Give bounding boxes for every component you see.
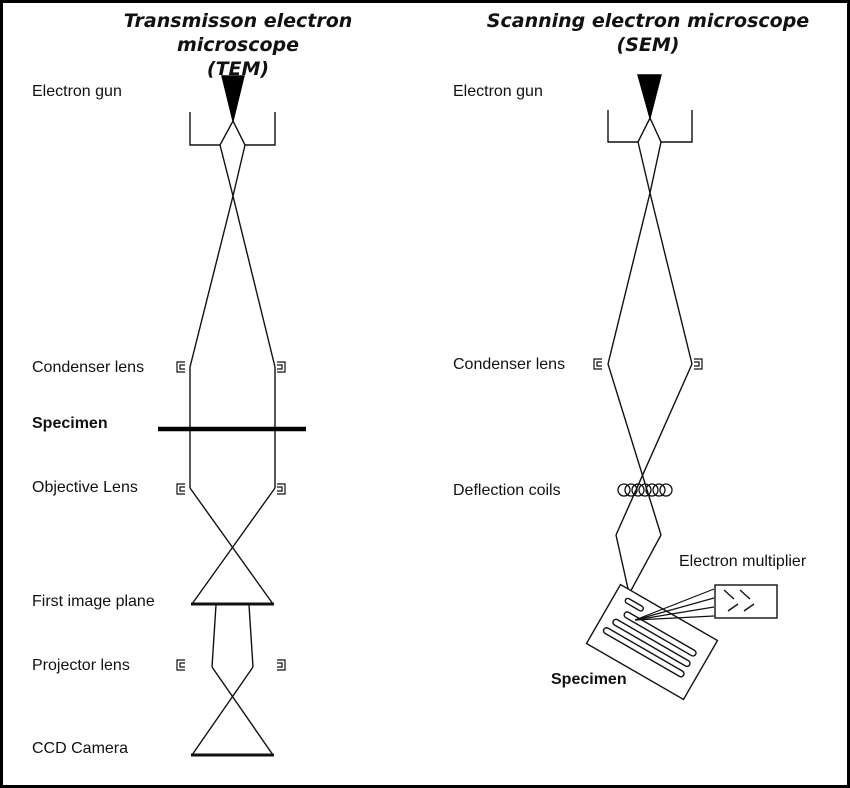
sem-specimen-plate <box>585 583 719 701</box>
sem-title-line1: Scanning electron microscope <box>486 10 810 32</box>
tem-beam <box>248 604 254 668</box>
sem-gun-housing <box>607 110 638 143</box>
tem-objective-lens-left-icon <box>176 483 186 495</box>
tem-gun-housing-right <box>245 112 276 146</box>
tem-projector-lens-left-icon <box>176 659 186 671</box>
sem-electron-gun-tip-icon <box>637 74 662 121</box>
sem-label-electron-multiplier: Electron multiplier <box>679 553 807 570</box>
sem-label-electron-gun: Electron gun <box>453 83 543 100</box>
sem-signal-lines <box>634 588 715 621</box>
sem-title: Scanning electron microscope (SEM) <box>473 9 823 57</box>
tem-electron-gun-tip-icon <box>221 75 245 122</box>
tem-label-ccd-camera: CCD Camera <box>32 740 129 757</box>
tem-beam <box>189 487 274 605</box>
sem-condenser-lens-left-icon <box>593 358 603 370</box>
tem-column <box>158 75 306 757</box>
tem-label-electron-gun: Electron gun <box>32 83 122 100</box>
sem-deflection-coils-icon <box>617 483 673 497</box>
tem-beam <box>211 604 217 668</box>
tem-title: Transmisson electron microscope (TEM) <box>63 9 413 81</box>
tem-beam <box>189 195 234 368</box>
tem-title-line1: Transmisson electron microscope <box>123 10 353 56</box>
tem-gun-housing <box>189 112 220 146</box>
tem-label-objective-lens: Objective Lens <box>32 479 138 496</box>
tem-label-condenser-lens: Condenser lens <box>32 359 145 376</box>
sem-gun-crossover <box>637 117 662 194</box>
tem-beam <box>211 666 274 756</box>
sem-title-line2: (SEM) <box>616 34 680 56</box>
sem-label-condenser-lens: Condenser lens <box>453 356 566 373</box>
sem-label-deflection-coils: Deflection coils <box>453 482 561 499</box>
tem-beam <box>232 195 276 368</box>
tem-title-line2: (TEM) <box>206 58 270 80</box>
sem-beam <box>649 192 693 365</box>
tem-gun-crossover <box>219 120 246 197</box>
sem-electron-multiplier-icon <box>714 584 778 619</box>
figure-canvas: Transmisson electron microscope (TEM) Sc… <box>3 3 847 785</box>
sem-gun-housing-right <box>661 110 693 143</box>
sem-condenser-lens-right-icon <box>693 358 703 370</box>
tem-beam <box>191 666 254 756</box>
sem-beam <box>615 363 693 536</box>
sem-label-specimen: Specimen <box>551 671 627 688</box>
sem-beam <box>607 192 651 365</box>
diagram-svg <box>158 74 778 757</box>
tem-label-first-image-plane: First image plane <box>32 593 155 610</box>
sem-beam <box>627 534 662 597</box>
tem-condenser-lens-right-icon <box>276 361 286 373</box>
tem-label-projector-lens: Projector lens <box>32 657 130 674</box>
sem-beam <box>607 363 662 536</box>
sem-column <box>607 74 693 621</box>
tem-projector-lens-right-icon <box>276 659 286 671</box>
tem-condenser-lens-left-icon <box>176 361 186 373</box>
tem-label-specimen: Specimen <box>32 415 108 432</box>
tem-beam <box>191 487 276 605</box>
tem-objective-lens-right-icon <box>276 483 286 495</box>
